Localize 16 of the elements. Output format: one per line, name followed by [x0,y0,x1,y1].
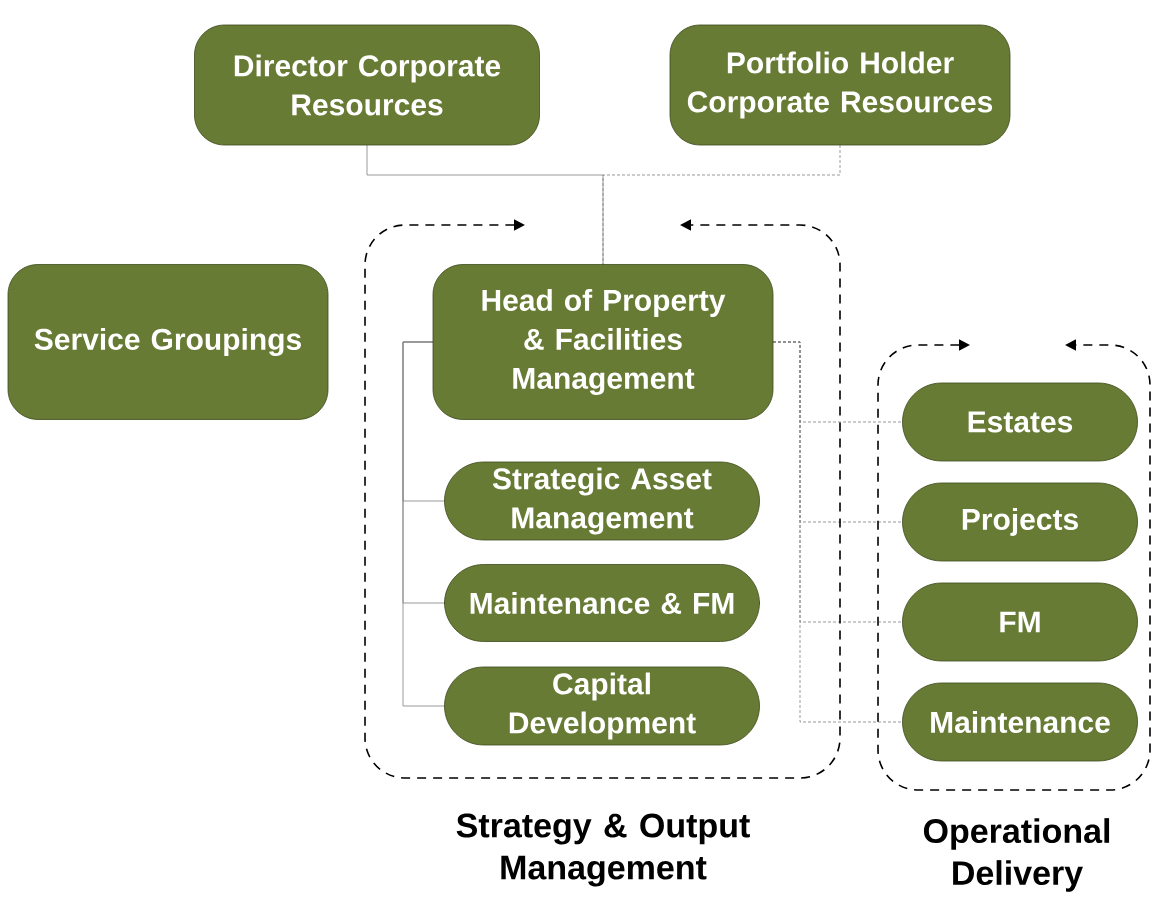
connector-line [366,144,604,266]
pill-box: FM [902,582,1138,662]
pill-box: Strategic Asset Management [444,461,760,541]
pill-box: Estates [902,382,1138,462]
group-heading: Strategy & Output Management [456,813,750,887]
rounded-box: Portfolio Holder Corporate Resources [669,24,1011,146]
group-heading: Operational Delivery [923,818,1110,892]
pill-box: Capital Development [444,666,760,746]
pill-box: Maintenance [902,682,1138,762]
rounded-box: Head of Property & Facilities Management [432,264,774,420]
connector-line [402,341,446,707]
pill-box: Projects [902,482,1138,562]
pill-box: Maintenance & FM [444,564,760,642]
rounded-box: Director Corporate Resources [194,24,540,146]
rounded-box: Service Groupings [7,264,329,420]
connector-line [772,341,904,723]
